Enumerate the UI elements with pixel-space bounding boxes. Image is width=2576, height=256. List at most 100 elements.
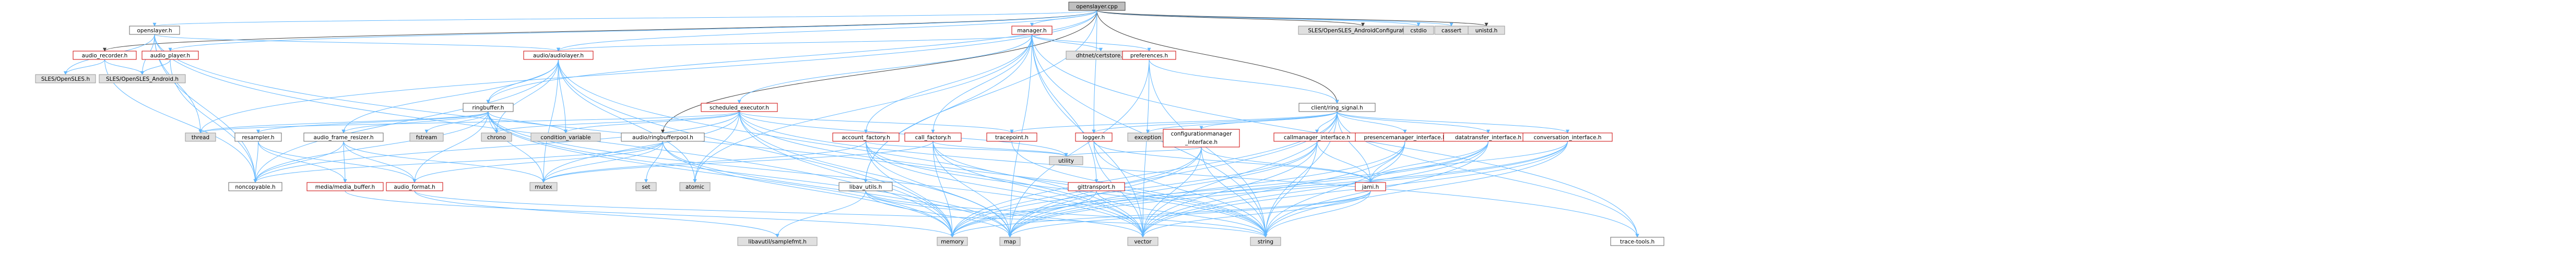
node-noncopyable-h[interactable]: noncopyable.h [228, 182, 282, 191]
node-client-ring-signal-h[interactable]: client/ring_signal.h [1298, 103, 1376, 112]
edge-client-ring-signal-h-to-configurationmanager-interface-h [1199, 111, 1338, 130]
node-box [635, 182, 657, 191]
edge-manager-h-to-gittransport-h [1032, 34, 1098, 183]
node-label: configurationmanager [1171, 131, 1233, 137]
node-chrono: chrono [481, 132, 512, 142]
edge-manager-h-to-audiolayer-h [557, 34, 1032, 52]
node-label: _interface.h [1185, 139, 1218, 145]
node-box [530, 132, 601, 142]
edge-call-factory-h-to-vector [932, 141, 1145, 238]
node-box [1163, 129, 1240, 148]
edge-root-to-cstdio [1096, 10, 1421, 27]
edge-root-to-opensles-android-configuration-h [1096, 10, 1365, 27]
node-trace-tools-h[interactable]: trace-tools.h [1610, 237, 1664, 246]
node-box [99, 74, 186, 83]
node-resampler-h[interactable]: resampler.h [234, 132, 282, 142]
node-audio-recorder-h[interactable]: audio_recorder.h [73, 51, 137, 60]
node-audio-format-h[interactable]: audio_format.h [386, 182, 443, 191]
node-audiolayer-h[interactable]: audio/audiolayer.h [523, 51, 594, 60]
edge-ringbuffer-h-to-resampler-h [256, 111, 489, 133]
node-box [185, 132, 216, 142]
edge-gittransport-h-to-memory [950, 190, 1097, 238]
node-callmanager-interface-h[interactable]: callmanager_interface.h [1273, 132, 1361, 142]
node-label: account_factory.h [842, 135, 890, 141]
node-label: trace-tools.h [1620, 239, 1655, 245]
node-audio-player-h[interactable]: audio_player.h [141, 51, 199, 60]
edge-presencemanager-interface-h-to-map [1008, 141, 1405, 238]
edge-call-factory-h-to-memory [932, 141, 954, 238]
node-label: call_factory.h [915, 135, 951, 141]
edge-scheduled-executor-h-to-mutex [541, 111, 740, 183]
node-label: logger.h [1083, 135, 1105, 141]
node-datatransfer-interface-h[interactable]: datatransfer_interface.h [1443, 132, 1533, 142]
node-box [1610, 237, 1664, 246]
node-label: audio/audiolayer.h [533, 53, 584, 59]
edge-client-ring-signal-h-to-datatransfer-interface-h [1337, 111, 1490, 133]
node-libav-utils-h[interactable]: libav_utils.h [838, 182, 893, 191]
node-box [409, 132, 444, 142]
node-label: media/media_buffer.h [315, 184, 375, 190]
node-condition-variable: condition_variable [530, 132, 601, 142]
node-call-factory-h[interactable]: call_factory.h [904, 132, 962, 142]
edge-client-ring-signal-h-to-callmanager-interface-h [1315, 111, 1338, 133]
node-audio-frame-resizer-h[interactable]: audio_frame_resizer.h [303, 132, 384, 142]
node-preferences-h[interactable]: preferences.h [1122, 51, 1176, 60]
edge-preferences-h-to-client-ring-signal-h [1149, 59, 1339, 104]
edge-audioringbufferpool-h-to-mutex [541, 141, 663, 183]
node-box [35, 74, 96, 83]
edge-audioringbufferpool-h-to-noncopyable-h [253, 141, 663, 183]
node-media-buffer-h[interactable]: media/media_buffer.h [306, 182, 384, 191]
node-opensles-android-configuration-h: SLES/OpenSLES_AndroidConfiguration.h [1298, 26, 1428, 35]
edge-manager-h-to-call-factory-h [931, 34, 1032, 133]
edge-manager-h-to-scheduled-executor-h [737, 34, 1032, 104]
node-map: map [999, 237, 1021, 246]
edge-callmanager-interface-h-to-map [1008, 141, 1317, 238]
node-audioringbufferpool-h[interactable]: audio/ringbufferpool.h [621, 132, 705, 142]
node-box [1122, 51, 1176, 60]
node-box [129, 26, 180, 35]
node-box [904, 132, 962, 142]
node-label: map [1004, 239, 1017, 245]
node-root[interactable]: openslayer.cpp [1068, 2, 1126, 11]
edge-callmanager-interface-h-to-memory [950, 141, 1317, 238]
edge-conversation-interface-h-to-string [1263, 141, 1568, 238]
node-label: set [642, 184, 650, 190]
node-jami-h[interactable]: jami.h [1355, 182, 1386, 191]
node-label: cstdio [1410, 28, 1426, 34]
edge-account-factory-h-to-utility [866, 141, 1068, 157]
node-box [481, 132, 512, 142]
node-box [986, 132, 1037, 142]
edge-root-to-audio-recorder-h [103, 10, 1097, 52]
edge-tracepoint-h-to-string [1011, 141, 1268, 238]
node-gittransport-h[interactable]: gittransport.h [1068, 182, 1125, 191]
node-tracepoint-h[interactable]: tracepoint.h [986, 132, 1037, 142]
node-configurationmanager-interface-h[interactable]: configurationmanager _interface.h [1163, 129, 1240, 148]
node-scheduled-executor-h[interactable]: scheduled_executor.h [701, 103, 778, 112]
node-account-factory-h[interactable]: account_factory.h [832, 132, 900, 142]
node-label: exception [1135, 135, 1161, 141]
edge-audiolayer-h-to-ringbuffer-h [486, 59, 559, 104]
edge-datatransfer-interface-h-to-map [1008, 141, 1488, 238]
node-label: audio_format.h [394, 184, 435, 190]
node-label: resampler.h [242, 135, 274, 141]
edge-audiolayer-h-to-condition-variable [558, 59, 568, 133]
node-dhtnet-certstore-h: dhtnet/certstore.h [1066, 51, 1136, 60]
node-ringbuffer-h[interactable]: ringbuffer.h [463, 103, 514, 112]
node-label: memory [941, 239, 964, 245]
edge-audioringbufferpool-h-to-set [644, 141, 663, 183]
edge-openslayer-h-to-thread [154, 34, 203, 133]
edge-audiolayer-h-to-chrono [494, 59, 559, 133]
node-conversation-interface-h[interactable]: conversation_interface.h [1522, 132, 1613, 142]
edge-audioringbufferpool-h-to-memory [663, 141, 954, 238]
node-manager-h[interactable]: manager.h [1011, 26, 1053, 35]
node-presencemanager-interface-h[interactable]: presencemanager_interface.h [1355, 132, 1455, 142]
edge-presencemanager-interface-h-to-vector [1141, 141, 1405, 238]
edge-account-factory-h-to-memory [866, 141, 954, 238]
edge-account-factory-h-to-vector [866, 141, 1145, 238]
node-box [937, 237, 968, 246]
node-openslayer-h[interactable]: openslayer.h [129, 26, 180, 35]
node-unistd-h: unistd.h [1468, 26, 1505, 35]
node-logger-h[interactable]: logger.h [1075, 132, 1113, 142]
node-label: mutex [535, 184, 552, 190]
